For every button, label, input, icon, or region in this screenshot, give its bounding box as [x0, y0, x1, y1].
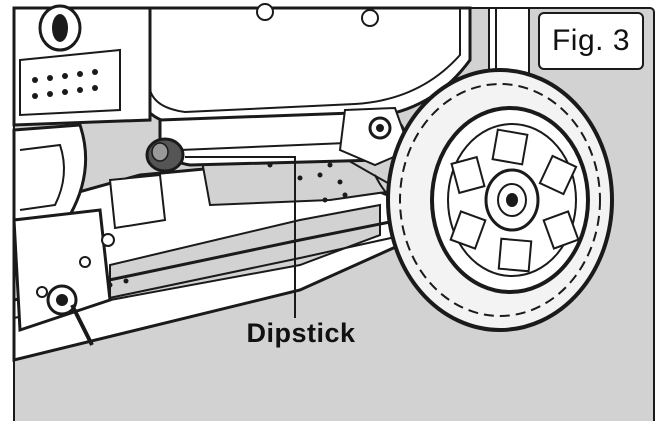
dipstick-cap [145, 137, 185, 173]
dipstick-leader-line [185, 156, 296, 318]
wheel [386, 68, 614, 332]
left-bracket [12, 173, 167, 346]
wheel-mount [338, 106, 412, 201]
control-panel [12, 4, 152, 222]
dipstick-label: Dipstick [246, 318, 356, 348]
figure-number: Fig. 3 [538, 12, 644, 70]
